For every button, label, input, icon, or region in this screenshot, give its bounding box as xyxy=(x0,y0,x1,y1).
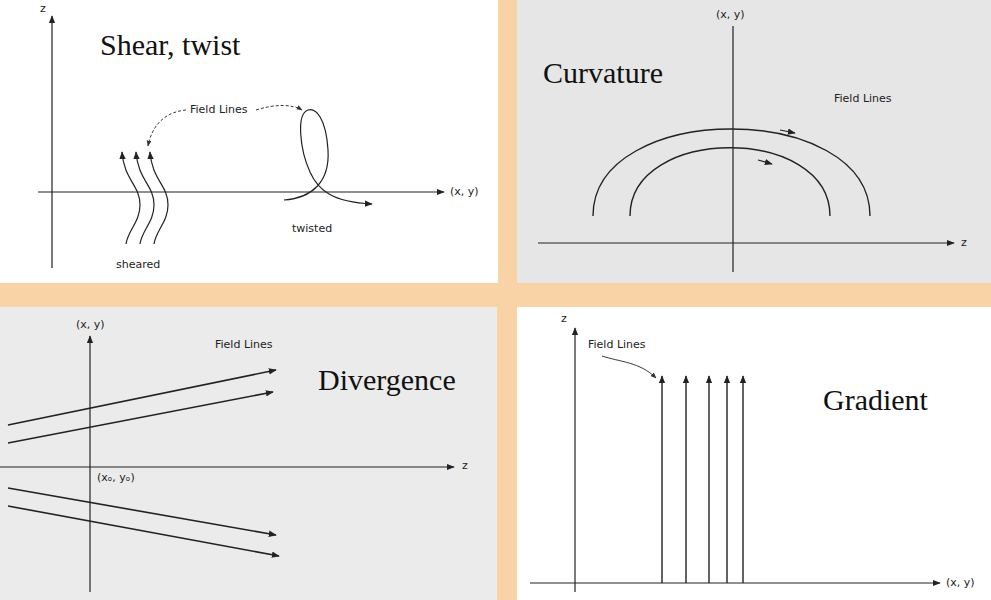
axis xyxy=(530,582,940,583)
coordinate-label: (xₒ, yₒ) xyxy=(97,471,135,484)
axis-label: z xyxy=(961,236,967,249)
panel-title: Divergence xyxy=(318,362,456,398)
axis xyxy=(89,336,90,592)
axis xyxy=(51,16,52,268)
axis xyxy=(38,191,444,192)
axis xyxy=(0,466,454,467)
leader-line xyxy=(602,356,656,378)
sheared-field-line xyxy=(150,152,168,244)
arrowhead xyxy=(780,130,795,133)
leader-line xyxy=(256,106,302,111)
axis-label: (x, y) xyxy=(716,8,745,21)
field-lines-label: Field Lines xyxy=(834,92,892,105)
gradient-field-line xyxy=(685,376,686,583)
field-lines-label: Field Lines xyxy=(190,103,248,116)
panel xyxy=(517,0,991,283)
caption-label: sheared xyxy=(116,258,160,271)
axis-label: z xyxy=(462,459,468,472)
diverging-field-line xyxy=(8,506,279,556)
leader-line xyxy=(148,110,186,146)
panel xyxy=(517,307,991,600)
diverging-field-line xyxy=(8,392,273,443)
field-lines-label: Field Lines xyxy=(215,338,273,351)
sheared-field-line xyxy=(122,152,140,244)
gradient-field-line xyxy=(661,376,662,583)
curved-field-line xyxy=(630,148,830,216)
panel xyxy=(0,307,497,600)
axis xyxy=(574,328,575,592)
axis-label: z xyxy=(561,312,567,325)
gradient-field-line xyxy=(708,376,709,583)
panel-title: Shear, twist xyxy=(100,27,240,63)
diverging-field-line xyxy=(8,488,276,535)
axis-label: (x, y) xyxy=(946,576,975,589)
curved-field-line xyxy=(593,129,870,216)
field-lines-label: Field Lines xyxy=(588,338,646,351)
twisted-field-line xyxy=(284,110,372,204)
gradient-field-line xyxy=(742,376,743,583)
axis xyxy=(732,26,733,272)
gradient-field-line xyxy=(726,376,727,583)
axis-label: (x, y) xyxy=(76,318,105,331)
panel xyxy=(0,0,498,283)
axis-label: z xyxy=(40,2,46,15)
axis-label: (x, y) xyxy=(450,185,479,198)
arrowhead xyxy=(758,160,772,164)
panel-title: Curvature xyxy=(543,55,663,91)
panel-title: Gradient xyxy=(823,382,928,418)
axis xyxy=(538,242,954,243)
caption-label: twisted xyxy=(292,222,332,235)
sheared-field-line xyxy=(136,152,154,244)
